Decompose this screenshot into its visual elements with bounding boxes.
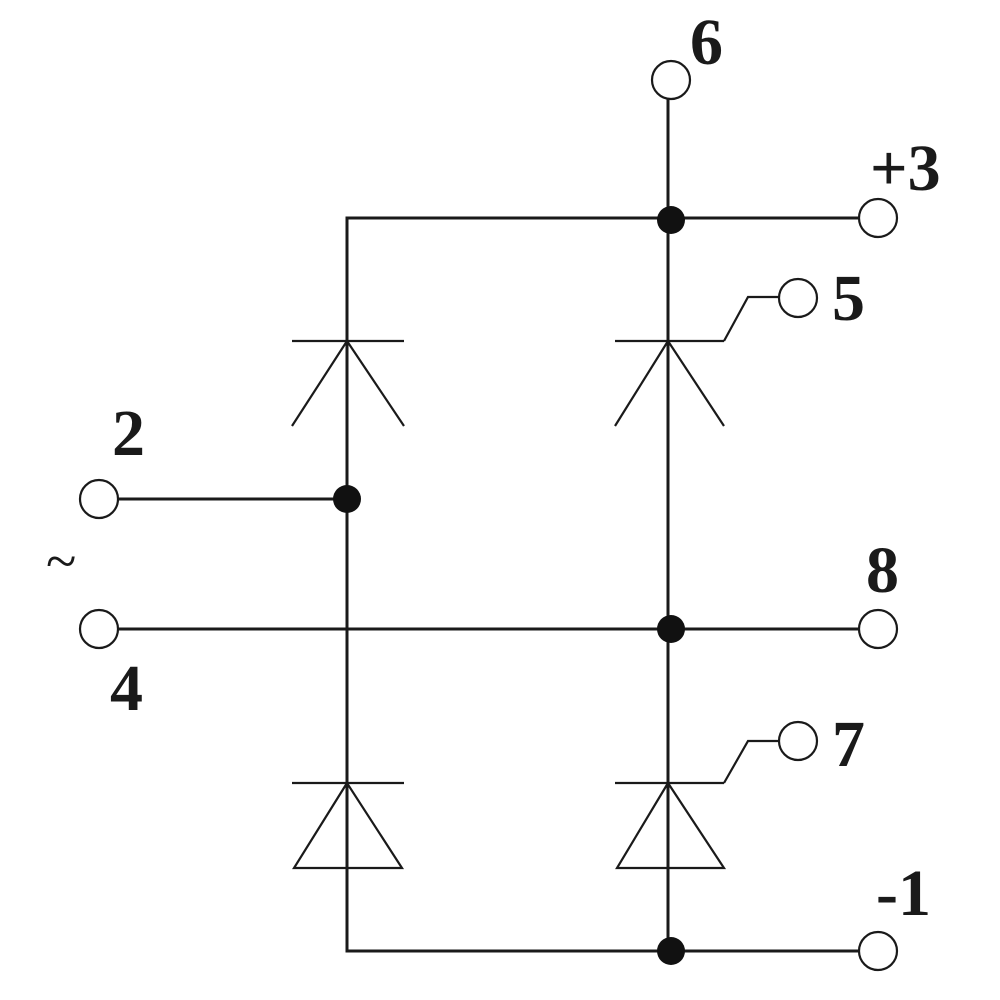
diode-upper-left (291, 339, 405, 427)
junction-node-bottom (657, 937, 685, 965)
junction-node-middle (657, 615, 685, 643)
terminal-6 (650, 59, 692, 101)
terminal-1 (857, 930, 899, 972)
gate-lead-7 (723, 739, 780, 784)
label-terminal-1: -1 (876, 857, 931, 930)
terminal-3 (857, 197, 899, 239)
terminal-2 (78, 478, 120, 520)
label-ac-symbol: ~ (46, 531, 76, 593)
label-terminal-8: 8 (866, 534, 899, 607)
label-terminal-7: 7 (832, 708, 865, 781)
left-column (345, 216, 670, 953)
diode-lower-left (292, 780, 405, 870)
label-terminal-4: 4 (110, 652, 143, 725)
junction-node-left (333, 485, 361, 513)
junction-node-top (657, 206, 685, 234)
terminal-4 (78, 608, 120, 650)
label-terminal-6: 6 (690, 6, 723, 79)
gate-lead-5 (723, 295, 780, 342)
terminal-5 (777, 277, 819, 319)
label-terminal-5: 5 (832, 262, 865, 335)
terminal-8 (857, 608, 899, 650)
label-terminal-2: 2 (112, 397, 145, 470)
label-terminal-3: +3 (870, 132, 941, 205)
thyristor-upper-right (614, 295, 780, 427)
thyristor-lower-right (615, 739, 780, 870)
terminal-7 (777, 720, 819, 762)
